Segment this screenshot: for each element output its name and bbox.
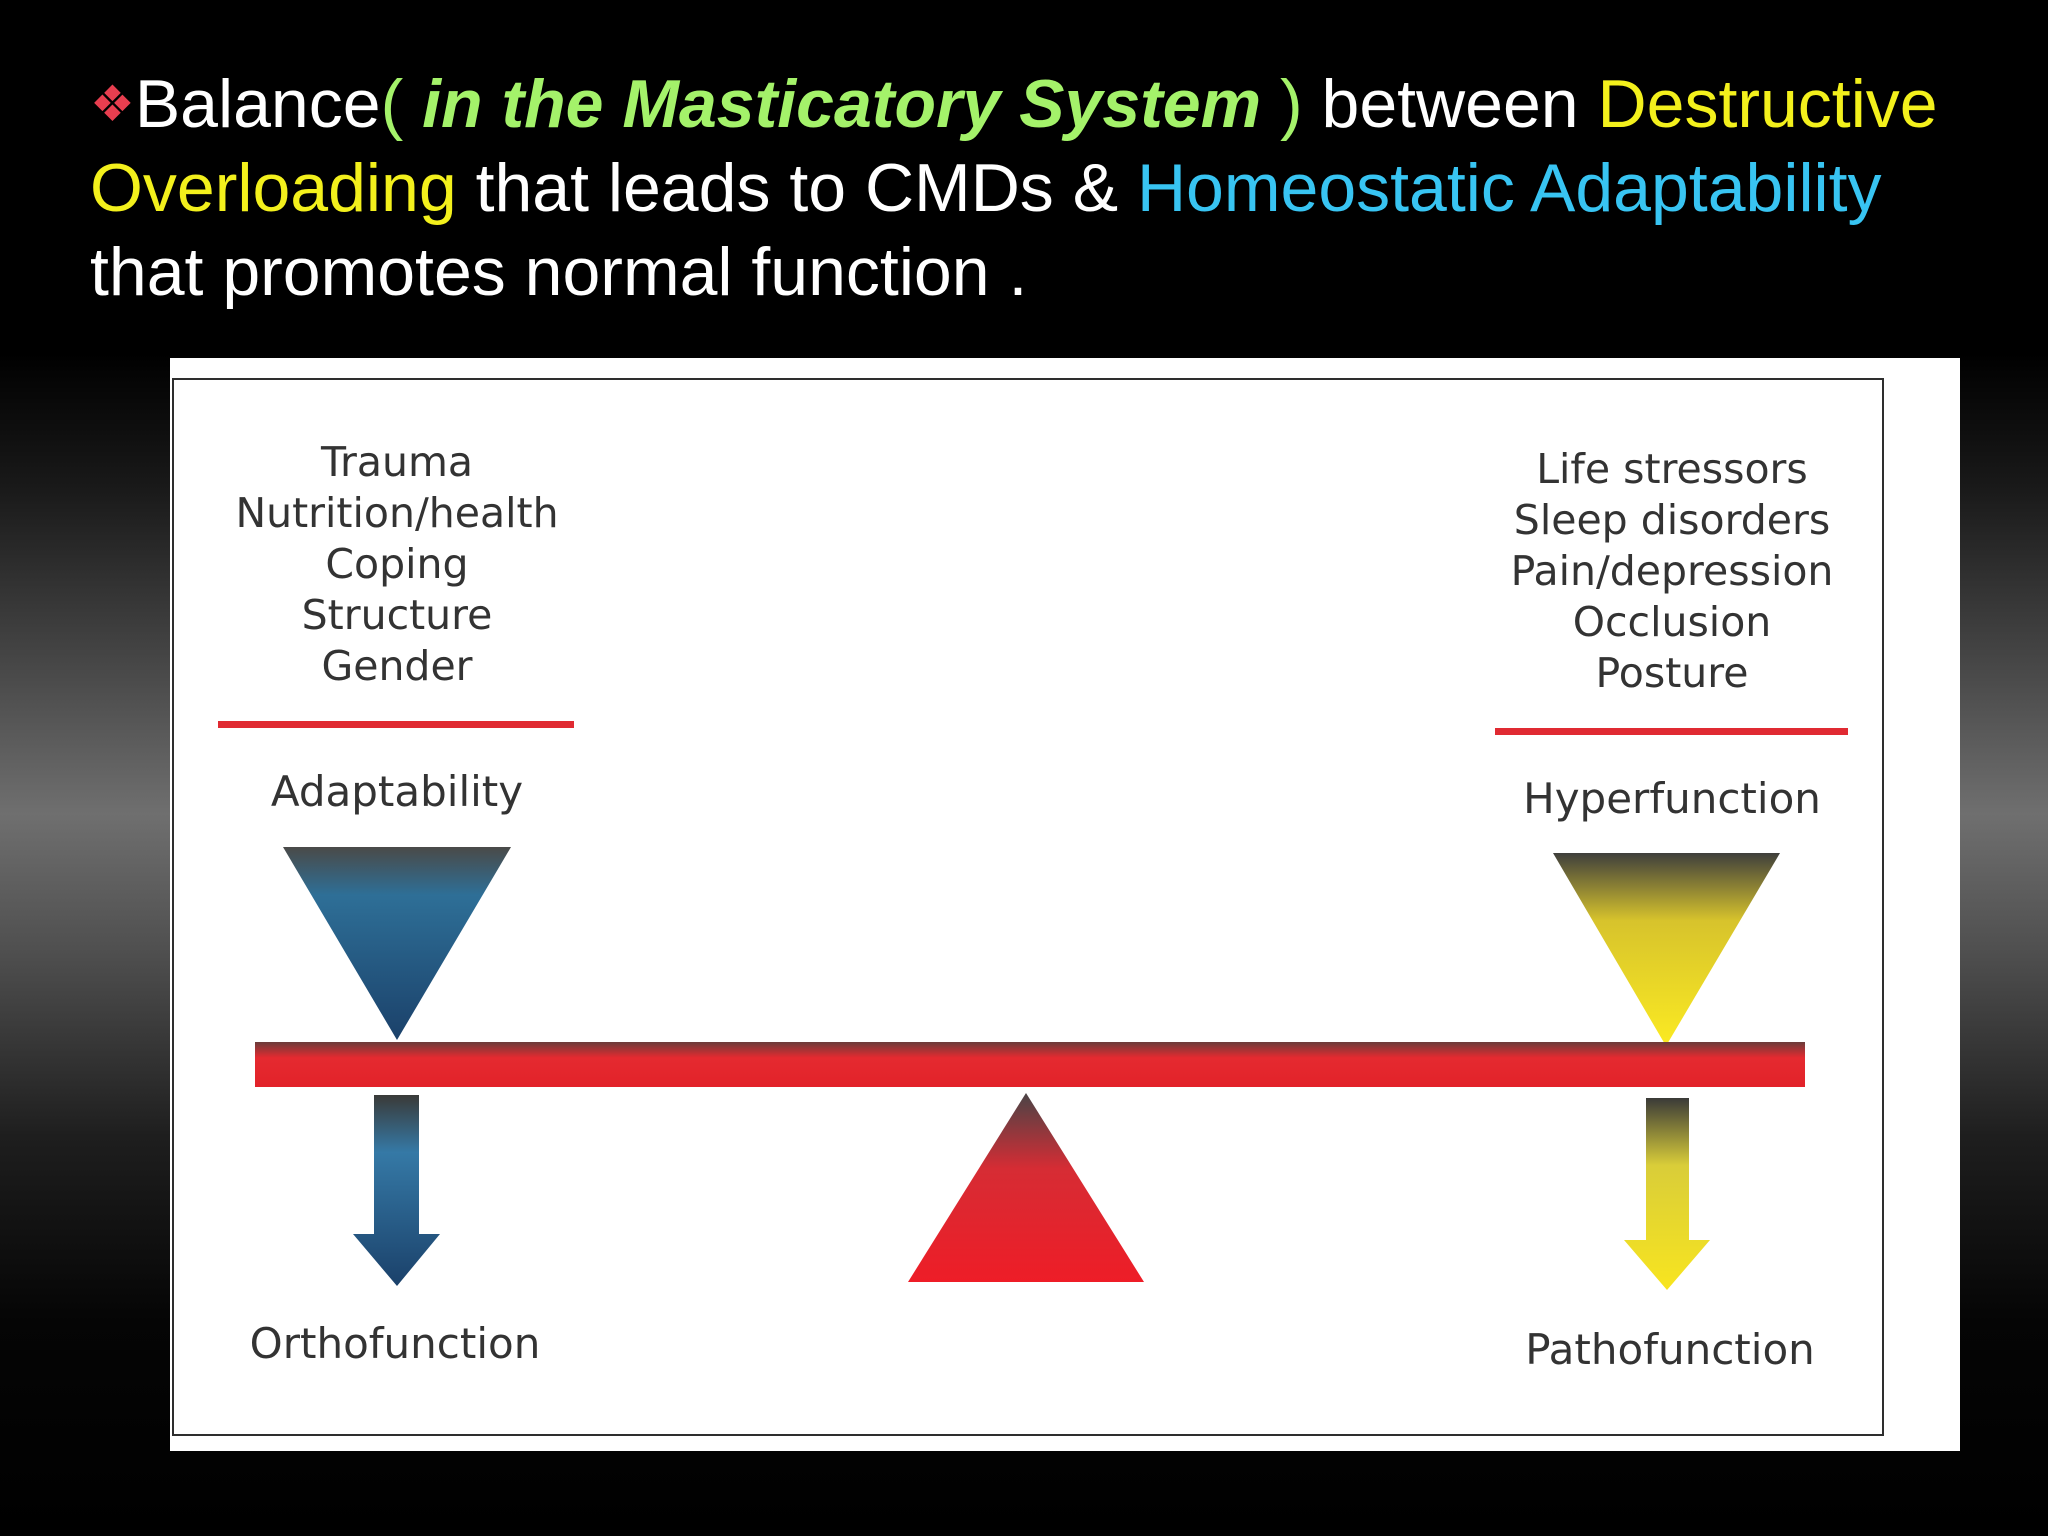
right-factor-life-stressors: Life stressors [1536,445,1808,493]
figure-frame [172,378,1884,1436]
adaptability-label: Adaptability [271,767,523,816]
left-factor-nutrition: Nutrition/health [235,489,558,537]
hyperfunction-label: Hyperfunction [1523,774,1821,823]
hyperfunction-weight-triangle [1553,853,1780,1046]
headline-leads: that leads to CMDs & [456,150,1137,226]
slide-headline: ❖Balance( in the Masticatory System ) be… [90,62,1990,314]
headline-balance: Balance [134,66,381,142]
right-factor-pain: Pain/depression [1511,547,1834,595]
fulcrum-triangle [908,1093,1144,1282]
balance-diagram-svg: Trauma Nutrition/health Coping Structure… [172,378,1884,1436]
orthofunction-arrow-icon [353,1095,440,1286]
orthofunction-label: Orthofunction [250,1319,541,1368]
headline-destructive-overloading: Destructive Overloading [90,66,1938,226]
right-factor-posture: Posture [1596,649,1749,697]
left-divider [218,721,574,728]
balance-diagram: Trauma Nutrition/health Coping Structure… [170,358,1960,1451]
right-divider [1495,728,1848,735]
pathofunction-label: Pathofunction [1525,1325,1815,1374]
diamond-cluster-icon: ❖ [90,76,135,132]
left-factor-gender: Gender [321,642,472,690]
right-factor-sleep: Sleep disorders [1514,496,1830,544]
pathofunction-arrow-icon [1624,1098,1710,1290]
headline-homeostatic-adaptability: Homeostatic Adaptability [1136,150,1882,226]
headline-between: between [1302,66,1598,142]
left-factor-trauma: Trauma [320,438,473,486]
adaptability-weight-triangle [283,847,511,1040]
left-factor-coping: Coping [325,540,468,588]
headline-context: in the Masticatory System [422,66,1262,142]
headline-promotes: that promotes normal function . [90,234,1028,310]
left-factor-structure: Structure [302,591,493,639]
right-factor-occlusion: Occlusion [1573,598,1772,646]
headline-paren-open: ( [380,66,423,142]
headline-paren-close: ) [1261,66,1303,142]
balance-beam [255,1042,1805,1087]
